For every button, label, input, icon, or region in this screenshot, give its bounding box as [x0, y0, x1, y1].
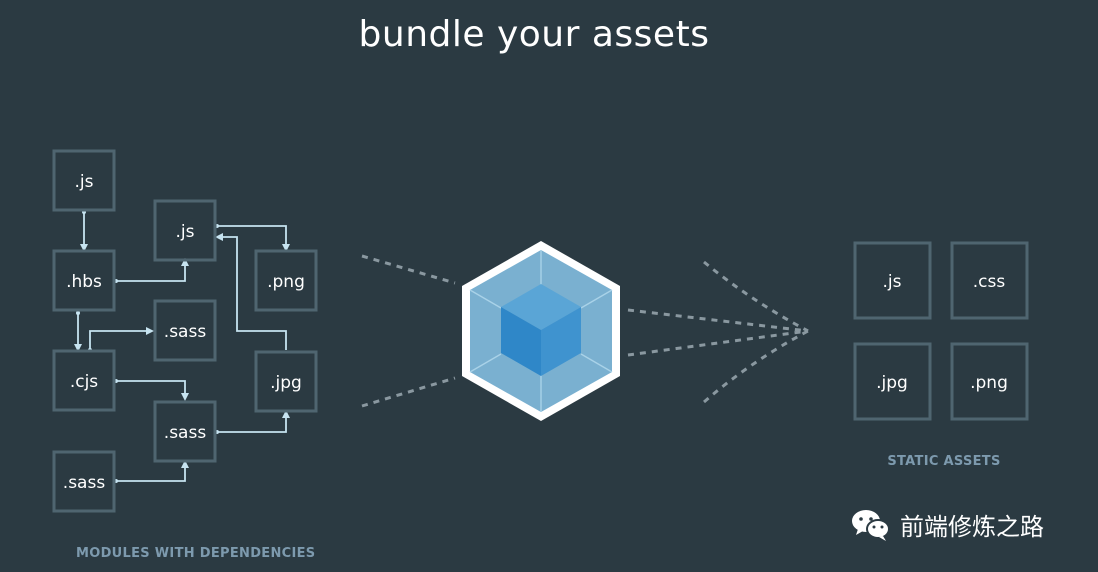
svg-text:.js: .js [75, 172, 94, 192]
static-assets-caption: STATIC ASSETS [887, 454, 1000, 469]
module-nodes: .js .hbs .cjs .sass .js .sass .sass .pn [52, 149, 318, 513]
svg-text:.sass: .sass [164, 423, 207, 443]
wechat-icon [852, 510, 890, 541]
dependency-edges [74, 210, 290, 483]
asset-js: .js [853, 241, 932, 320]
module-sass-low: .sass [153, 400, 217, 463]
modules-caption: MODULES WITH DEPENDENCIES [76, 546, 315, 561]
webpack-cube-icon [462, 241, 620, 421]
asset-png: .png [950, 342, 1029, 421]
edge-js-to-png [217, 225, 290, 252]
module-sass-bottom: .sass [52, 450, 116, 513]
asset-css: .css [950, 241, 1029, 320]
svg-text:.png: .png [970, 373, 1008, 393]
svg-text:.css: .css [973, 272, 1006, 292]
edge-cjs-to-sass-low [116, 380, 189, 401]
module-js-top: .js [52, 149, 116, 212]
module-jpg: .jpg [254, 350, 318, 413]
module-js-mid: .js [153, 199, 217, 262]
svg-text:.js: .js [176, 222, 195, 242]
edge-hbs-to-js [116, 258, 189, 282]
svg-text:.cjs: .cjs [70, 372, 98, 392]
svg-text:.jpg: .jpg [876, 373, 908, 393]
svg-text:.png: .png [267, 272, 305, 292]
flow-lines [361, 254, 809, 408]
edge-sass-low-to-jpg [217, 410, 290, 433]
edge-cjs-to-sass [89, 327, 154, 350]
module-cjs: .cjs [52, 349, 116, 412]
watermark-text: 前端修炼之路 [900, 512, 1044, 541]
module-png: .png [254, 249, 318, 312]
svg-text:.hbs: .hbs [66, 272, 102, 292]
svg-text:.js: .js [883, 272, 902, 292]
page-title: bundle your assets [358, 14, 710, 55]
watermark: 前端修炼之路 [850, 504, 1044, 544]
asset-jpg: .jpg [853, 342, 932, 421]
module-hbs: .hbs [52, 249, 116, 312]
edge-jpg-to-js [215, 233, 287, 350]
static-asset-nodes: .js .css .jpg .png [853, 241, 1029, 421]
module-sass-mid: .sass [153, 299, 217, 362]
svg-text:.jpg: .jpg [270, 373, 302, 393]
svg-text:.sass: .sass [63, 473, 106, 493]
edge-sass-bottom-to-sass-low [116, 460, 189, 482]
svg-text:.sass: .sass [164, 322, 207, 342]
